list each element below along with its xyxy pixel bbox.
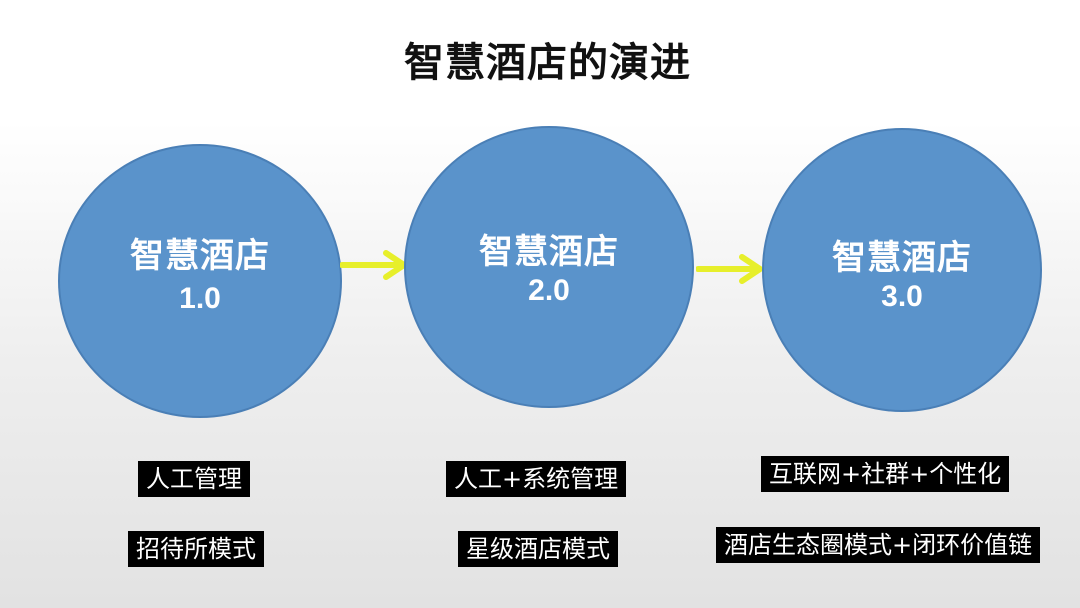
arrow-right-icon bbox=[340, 250, 407, 280]
stage-2-label-management: 人工+系统管理 bbox=[446, 461, 627, 497]
stage-2-label-model: 星级酒店模式 bbox=[458, 531, 618, 567]
stage-2-name: 智慧酒店 bbox=[479, 232, 619, 272]
page-title: 智慧酒店的演进 bbox=[404, 40, 691, 86]
stage-3-circle: 智慧酒店 3.0 bbox=[762, 128, 1042, 412]
stage-1-label-model: 招待所模式 bbox=[128, 531, 264, 567]
stage-1-version: 1.0 bbox=[179, 282, 221, 315]
stage-3-version: 3.0 bbox=[881, 280, 923, 313]
stage-2-version: 2.0 bbox=[528, 274, 570, 307]
stage-3-label-management: 互联网+社群+个性化 bbox=[761, 456, 1010, 492]
stage-3-label-model: 酒店生态圈模式+闭环价值链 bbox=[716, 527, 1041, 563]
stage-1-name: 智慧酒店 bbox=[130, 236, 270, 276]
stage-1-circle: 智慧酒店 1.0 bbox=[58, 144, 342, 418]
stage-2-circle: 智慧酒店 2.0 bbox=[404, 126, 694, 408]
arrow-right-icon bbox=[696, 254, 763, 284]
stage-1-label-management: 人工管理 bbox=[138, 461, 250, 497]
stage-3-name: 智慧酒店 bbox=[832, 238, 972, 278]
